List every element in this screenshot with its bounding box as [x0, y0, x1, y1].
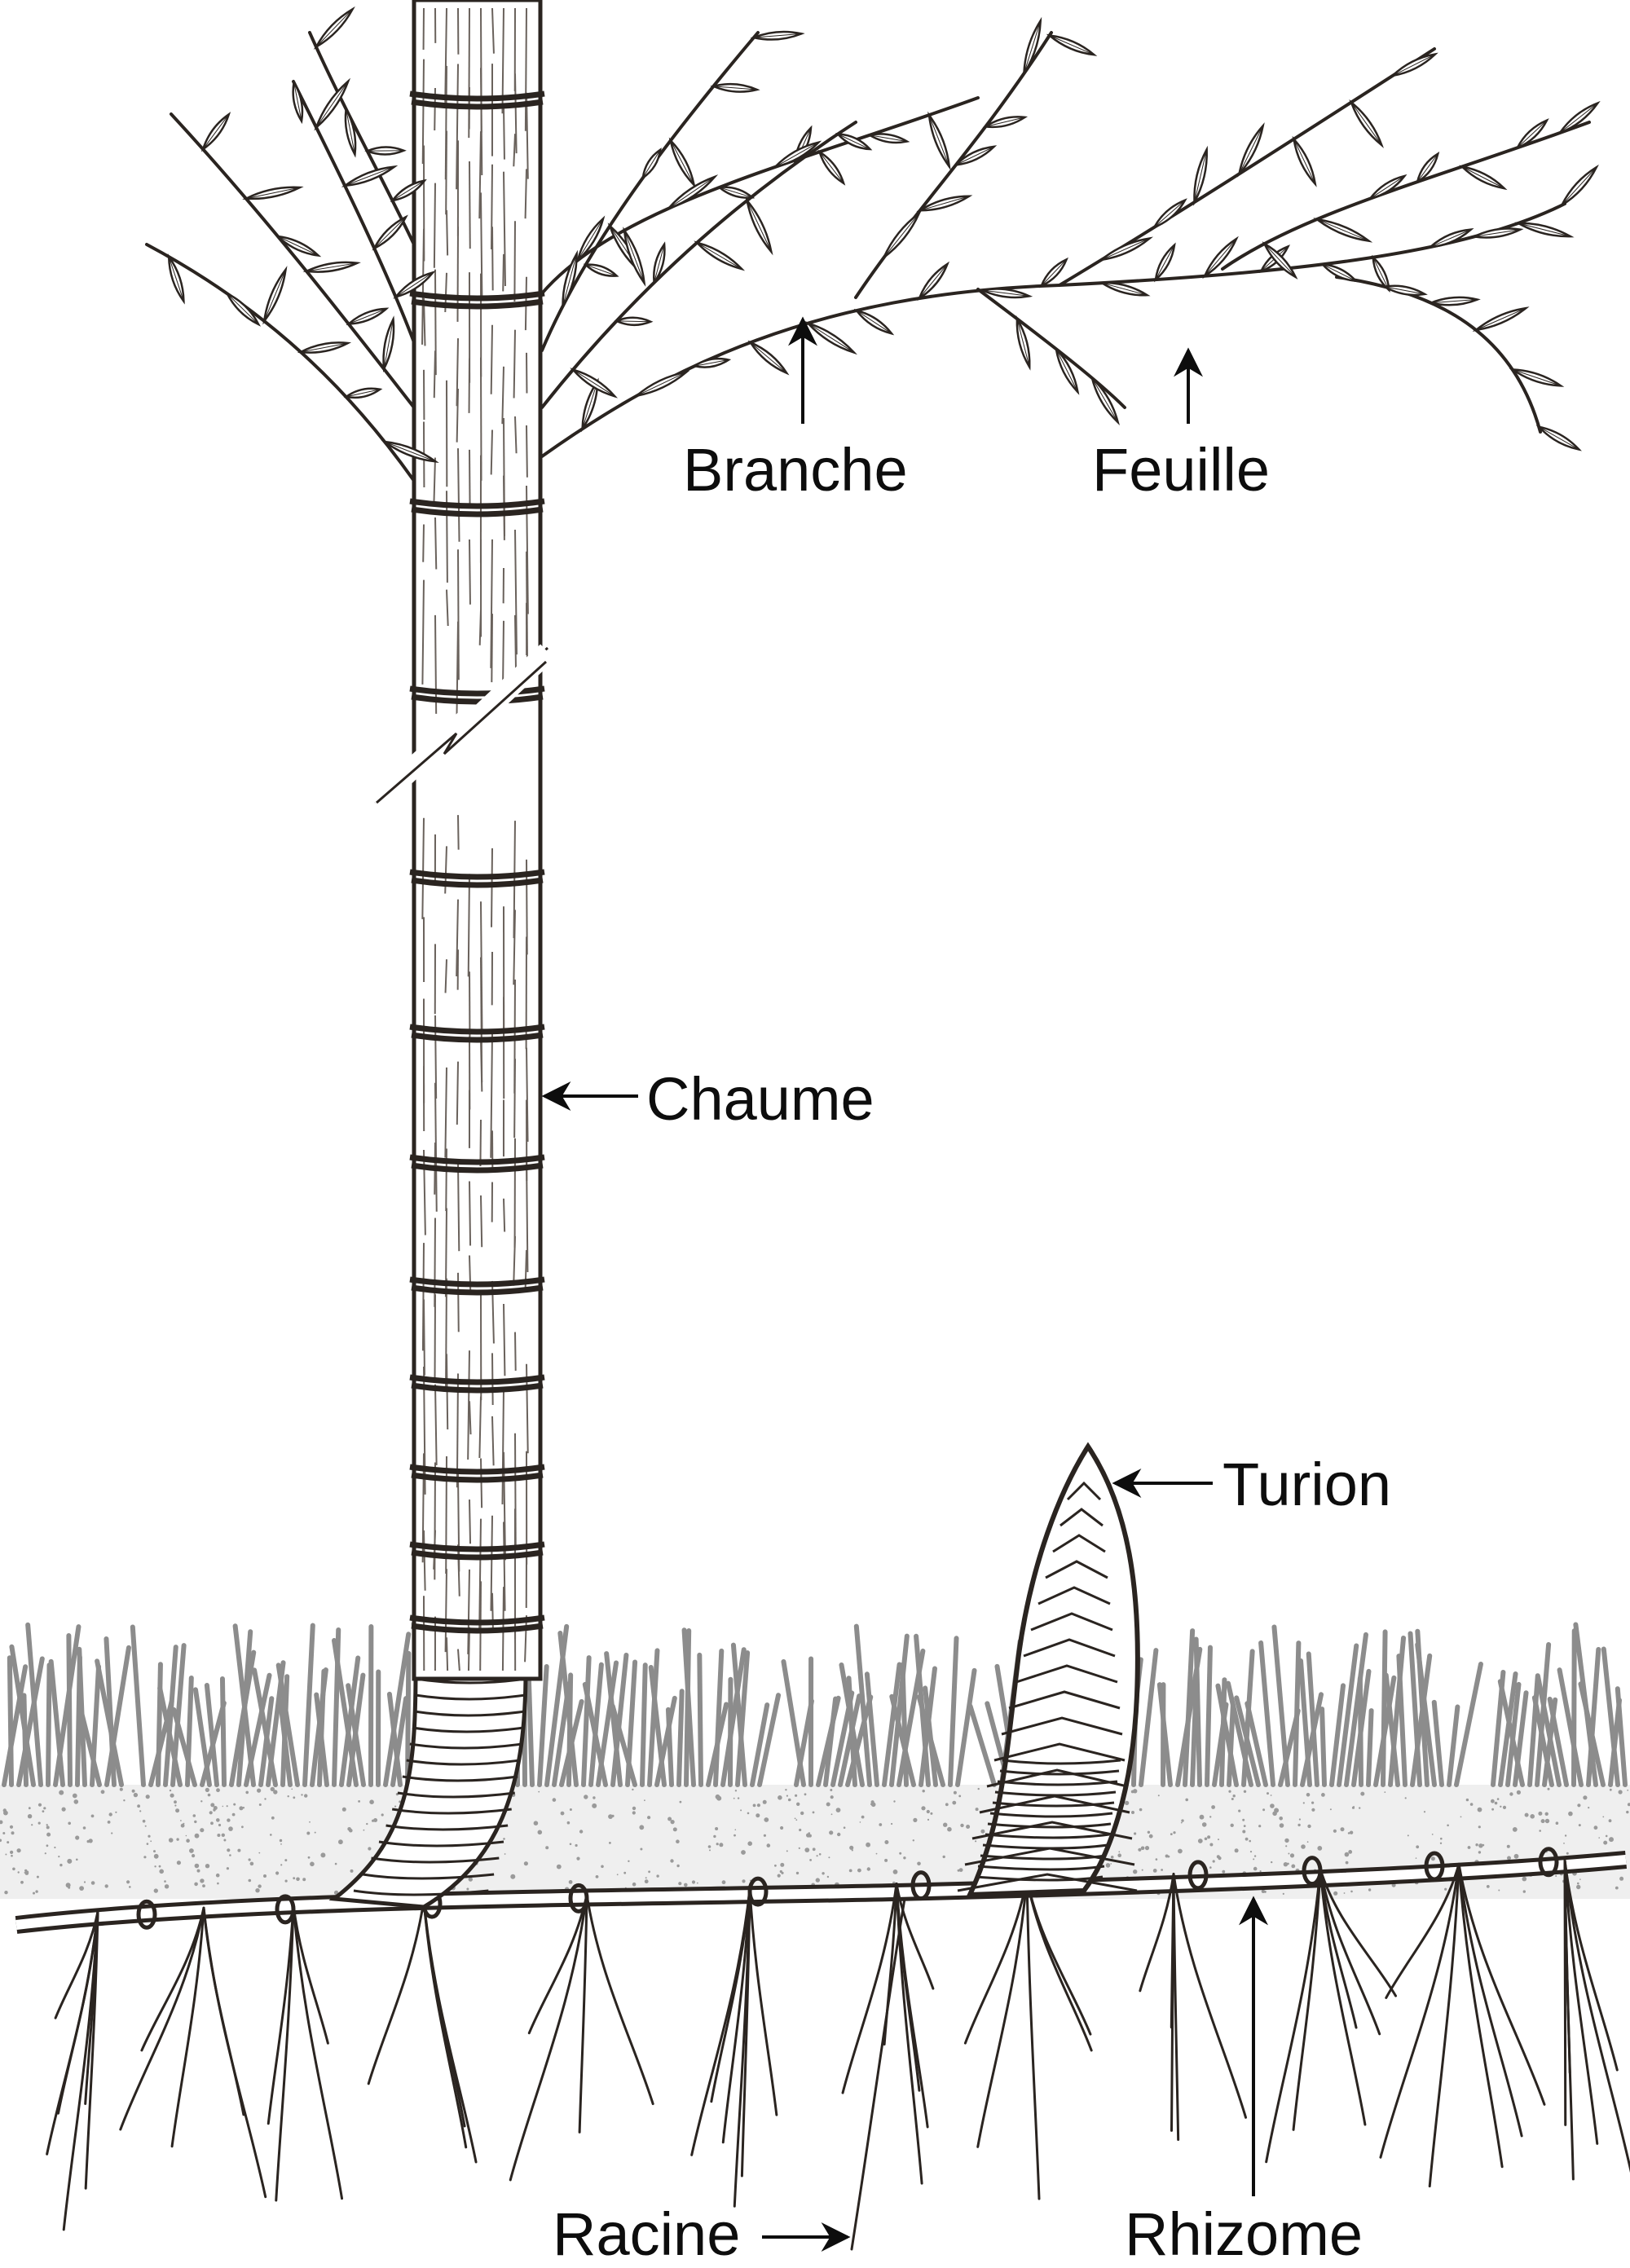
roots [47, 1861, 1630, 2249]
label-turion: Turion [1222, 1455, 1391, 1515]
label-racine: Racine [553, 2204, 740, 2265]
grass-layer [4, 1623, 1625, 1785]
leaves [165, 7, 1600, 465]
culm [375, 0, 548, 1679]
label-branche: Branche [683, 440, 908, 500]
label-feuille: Feuille [1092, 440, 1270, 500]
label-rhizome: Rhizome [1125, 2204, 1363, 2265]
label-chaume: Chaume [646, 1069, 874, 1130]
